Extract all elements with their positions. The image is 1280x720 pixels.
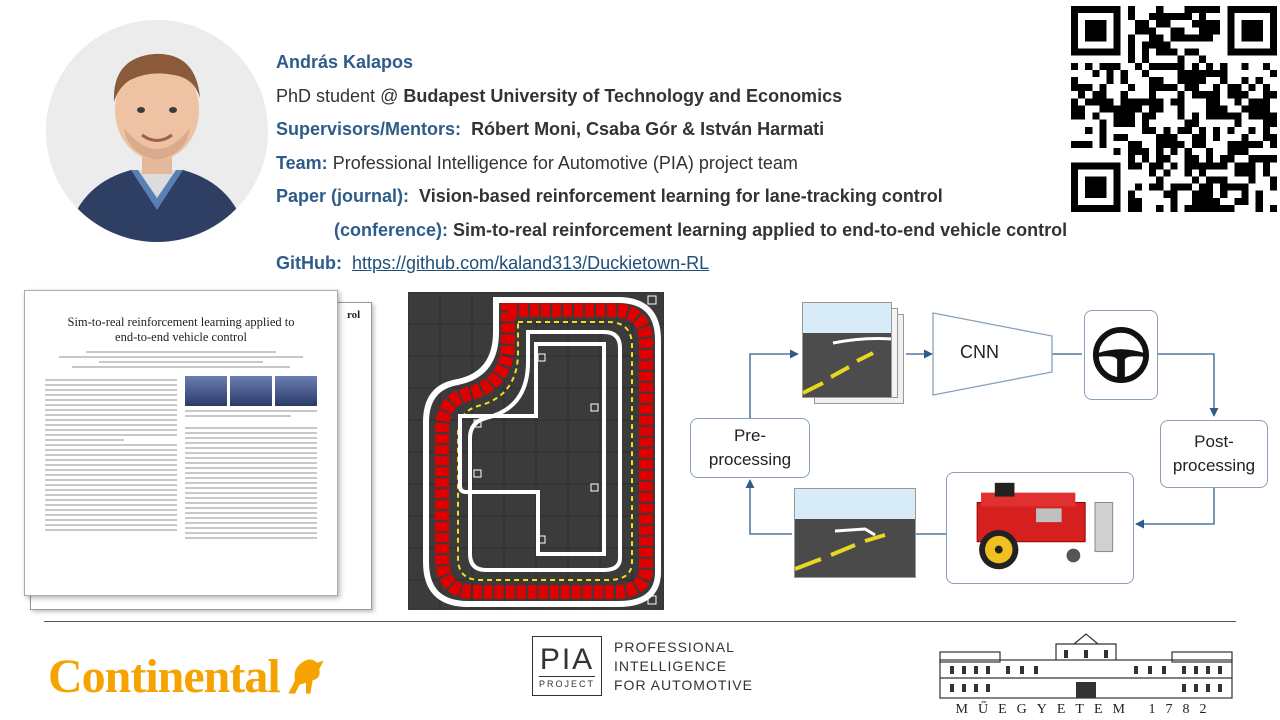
paper-figure — [185, 376, 317, 406]
bme-wordmark: MŰEGYETEM 1782 — [955, 702, 1217, 717]
stacked-frame-front — [802, 302, 892, 398]
pia-line-3: FOR AUTOMOTIVE — [614, 676, 753, 693]
paper-conference-title: Sim-to-real reinforcement learning appli… — [453, 219, 1068, 240]
steering-wheel-box — [1084, 310, 1158, 400]
steering-wheel-icon — [1092, 326, 1150, 384]
cnn-label: CNN — [960, 342, 999, 362]
supervisors-names: Róbert Moni, Csaba Gór & István Harmati — [471, 119, 825, 139]
camera-image — [794, 488, 916, 578]
team-value: Professional Intelligence for Automotive… — [332, 152, 798, 173]
paper-title: Sim-to-real reinforcement learning appli… — [45, 315, 317, 345]
postprocessing-label: Post- processing — [1172, 432, 1256, 475]
github-label: GitHub: — [276, 253, 342, 273]
postprocessing-box: Post- processing — [1160, 420, 1268, 488]
pia-logo: PIA PROJECT PROFESSIONAL INTELLIGENCE FO… — [532, 636, 753, 696]
track-map — [408, 292, 664, 610]
paper-title-line-1: Sim-to-real reinforcement learning appli… — [67, 315, 295, 329]
continental-wordmark: Continental — [48, 649, 281, 703]
github-link[interactable]: https://github.com/kaland313/Duckietown-… — [352, 253, 710, 273]
pia-project-label: PROJECT — [538, 675, 595, 689]
role-prefix: PhD student @ — [276, 85, 404, 106]
info-block: András Kalapos PhD student @ Budapest Un… — [276, 46, 1067, 281]
pia-mark: PIA PROJECT — [532, 636, 602, 696]
horse-icon — [288, 659, 324, 694]
university-name: Budapest University of Technology and Ec… — [403, 85, 843, 106]
paper-back-snippet: rol — [347, 309, 361, 321]
profile-photo — [46, 20, 268, 242]
duckiebot-robot — [976, 482, 1114, 570]
preprocessing-box: Pre- processing — [690, 418, 810, 478]
footer-divider — [44, 621, 1236, 622]
supervisors-label: Supervisors/Mentors: — [276, 119, 462, 139]
bme-building-icon — [939, 633, 1233, 699]
paper-body — [45, 376, 317, 542]
paper-title-line-2: end-to-end vehicle control — [115, 330, 247, 344]
paper-authors-lines — [45, 351, 317, 368]
bme-logo: MŰEGYETEM 1782 — [936, 632, 1236, 718]
cnn-block — [932, 312, 1053, 396]
continental-logo: Continental — [48, 646, 328, 706]
person-name: András Kalapos — [276, 52, 414, 72]
preprocessing-label: Pre- processing — [708, 426, 792, 469]
paper-journal-title: Vision-based reinforcement learning for … — [419, 186, 943, 206]
paper-journal-label: Paper (journal): — [276, 186, 410, 206]
control-loop-diagram: CNN Pre- processing Post- processing — [680, 298, 1280, 610]
paper-page-front: Sim-to-real reinforcement learning appli… — [24, 290, 338, 596]
diagram-arrows — [745, 349, 1219, 535]
pia-line-1: PROFESSIONAL — [614, 638, 735, 655]
qr-code[interactable] — [1071, 6, 1277, 212]
team-label: Team: — [276, 152, 328, 173]
robot-box — [946, 472, 1134, 584]
pia-wordmark: PROFESSIONAL INTELLIGENCE FOR AUTOMOTIVE — [614, 638, 753, 695]
pia-letters: PIA — [539, 642, 595, 676]
pia-line-2: INTELLIGENCE — [614, 657, 728, 674]
paper-conference-label: (conference): — [334, 219, 449, 240]
